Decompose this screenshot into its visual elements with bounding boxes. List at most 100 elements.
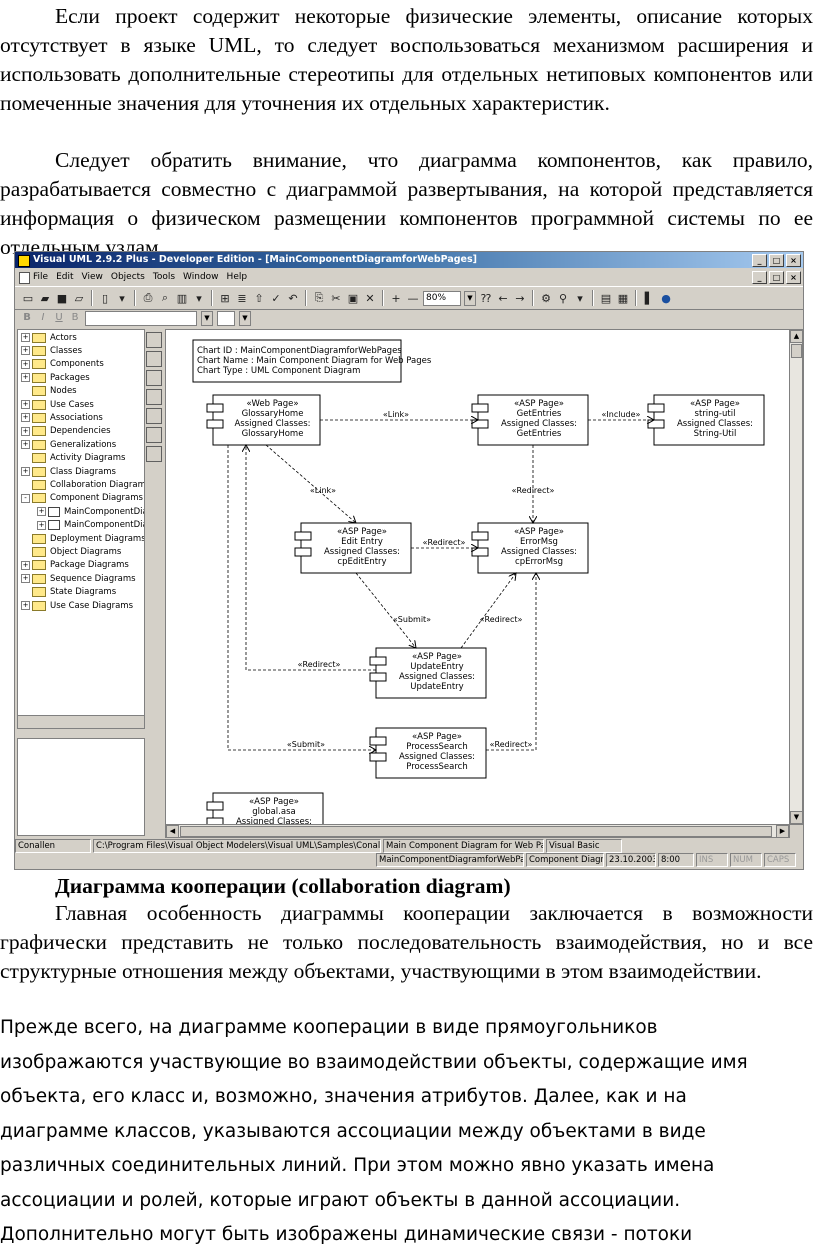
tree-item[interactable]: -Component Diagrams (21, 492, 143, 505)
menu-objects[interactable]: Objects (110, 272, 145, 282)
font-size-select[interactable] (217, 310, 235, 326)
tree-item[interactable]: +Sequence Diagrams (21, 572, 136, 585)
tree-item[interactable]: +Package Diagrams (21, 559, 129, 572)
expand-icon[interactable]: + (37, 507, 46, 517)
maximize-button[interactable]: □ (769, 254, 784, 267)
check-icon[interactable]: ✓ (271, 291, 281, 305)
minimize-button[interactable]: _ (752, 254, 767, 267)
tree-item[interactable]: +Use Cases (21, 398, 94, 411)
line-tool-icon[interactable] (146, 370, 162, 386)
tree-item[interactable]: +Components (21, 358, 104, 371)
globe-icon[interactable]: ● (661, 291, 671, 305)
expand-icon[interactable]: + (21, 467, 30, 476)
tree-horizontal-scrollbar[interactable] (17, 715, 145, 729)
canvas-horizontal-scrollbar[interactable]: ◀ ▶ (165, 824, 790, 838)
font-dropdown-icon[interactable]: ▼ (201, 310, 213, 326)
plus-icon[interactable]: + (391, 291, 401, 305)
zoom-dropdown-icon[interactable]: ▼ (464, 290, 476, 306)
underline-button[interactable]: U (55, 312, 63, 323)
tree-item[interactable]: Deployment Diagrams (21, 532, 144, 545)
tree-item[interactable]: +MainComponentDiagra (37, 505, 144, 518)
forward-arrow-icon[interactable]: → (515, 291, 525, 305)
doc-restore-button[interactable]: □ (769, 271, 784, 284)
rectangle-tool-icon[interactable] (146, 351, 162, 367)
menu-edit[interactable]: Edit (56, 272, 74, 282)
expand-icon[interactable]: + (21, 333, 30, 342)
select-tool-icon[interactable] (146, 332, 162, 348)
properties-icon[interactable]: ⊞ (220, 291, 230, 305)
expand-icon[interactable]: + (21, 426, 30, 436)
chart-icon[interactable]: ▥ (176, 291, 188, 305)
undo-icon[interactable]: ↶ (288, 291, 298, 305)
open-icon[interactable]: ▰ (40, 291, 50, 305)
expand-icon[interactable]: + (21, 574, 30, 584)
box-tool-icon[interactable] (146, 427, 162, 443)
dropdown-icon[interactable]: ▾ (577, 291, 583, 305)
doc-close-button[interactable]: × (786, 271, 801, 284)
expand-icon[interactable]: + (21, 440, 30, 450)
find-icon[interactable]: ⁇ (480, 291, 492, 305)
paste-icon[interactable]: ▣ (347, 291, 359, 305)
grid-icon[interactable]: ▦ (617, 291, 629, 305)
layout-icon[interactable]: ▤ (600, 291, 612, 305)
menu-window[interactable]: Window (183, 272, 219, 282)
doc-minimize-button[interactable]: _ (752, 271, 767, 284)
minus-icon[interactable]: — (407, 291, 419, 305)
expand-icon[interactable]: + (21, 601, 30, 610)
tools-icon[interactable]: ⚙ (541, 291, 551, 305)
note-tool-icon[interactable] (146, 389, 162, 405)
tree-item[interactable]: +Actors (21, 331, 77, 344)
tree-item[interactable]: Collaboration Diagrams (21, 478, 144, 491)
canvas-vertical-scrollbar[interactable]: ▲ ▼ (789, 329, 803, 825)
up-arrow-icon[interactable]: ⇧ (254, 291, 264, 305)
expand-icon[interactable]: + (21, 359, 30, 369)
folder-icon[interactable]: ▱ (74, 291, 84, 305)
menu-view[interactable]: View (81, 272, 103, 282)
tree-item[interactable]: Activity Diagrams (21, 452, 125, 465)
expand-icon[interactable]: + (21, 373, 30, 383)
tree-item[interactable]: Nodes (21, 385, 77, 398)
new-icon[interactable]: ▭ (22, 291, 34, 305)
tree-item[interactable]: +Class Diagrams (21, 465, 116, 478)
tree-item[interactable]: +Associations (21, 411, 103, 424)
cut-icon[interactable]: ✂ (331, 291, 341, 305)
tree-item[interactable]: +Dependencies (21, 425, 111, 438)
menu-file[interactable]: File (33, 272, 49, 282)
save-icon[interactable]: ■ (56, 291, 68, 305)
dependency-tool-icon[interactable] (146, 446, 162, 462)
collapse-icon[interactable]: - (21, 493, 30, 503)
new-diagram-icon[interactable]: ▯ (101, 291, 109, 305)
component-tool-icon[interactable] (146, 408, 162, 424)
tree-item[interactable]: +Generalizations (21, 438, 116, 451)
tree-item[interactable]: +Packages (21, 371, 90, 384)
tree-item[interactable]: State Diagrams (21, 586, 116, 599)
tree-item[interactable]: +Use Case Diagrams (21, 599, 133, 612)
report-icon[interactable]: ≣ (237, 291, 247, 305)
close-button[interactable]: × (786, 254, 801, 267)
expand-icon[interactable]: + (37, 520, 46, 530)
tree-item[interactable]: Object Diagrams (21, 545, 121, 558)
tree-item[interactable]: +MainComponentDiagra (37, 519, 144, 532)
search-icon[interactable]: ⚲ (558, 291, 568, 305)
back-arrow-icon[interactable]: ← (498, 291, 508, 305)
expand-icon[interactable]: + (21, 400, 30, 409)
size-dropdown-icon[interactable]: ▼ (239, 310, 251, 326)
zoom-select[interactable]: 80% (423, 290, 461, 306)
print-icon[interactable]: ⎙ (143, 291, 153, 304)
italic-button[interactable]: I (41, 312, 45, 323)
bar-chart-icon[interactable]: ▌ (644, 291, 654, 305)
delete-icon[interactable]: ✕ (365, 291, 375, 305)
expand-icon[interactable]: + (21, 560, 30, 570)
preview-icon[interactable]: ⌕ (161, 291, 169, 304)
menu-help[interactable]: Help (226, 272, 248, 282)
dropdown-icon[interactable]: ▾ (196, 291, 202, 305)
diagram-canvas[interactable]: Chart ID : MainComponentDiagramforWebPag… (165, 329, 790, 825)
border-button[interactable]: B (71, 312, 79, 323)
copy-icon[interactable]: ⎘ (314, 291, 324, 304)
bold-button[interactable]: B (23, 312, 31, 323)
expand-icon[interactable]: + (21, 413, 30, 423)
dropdown-icon[interactable]: ▾ (119, 291, 125, 305)
tree-item[interactable]: +Classes (21, 344, 82, 357)
expand-icon[interactable]: + (21, 346, 30, 356)
